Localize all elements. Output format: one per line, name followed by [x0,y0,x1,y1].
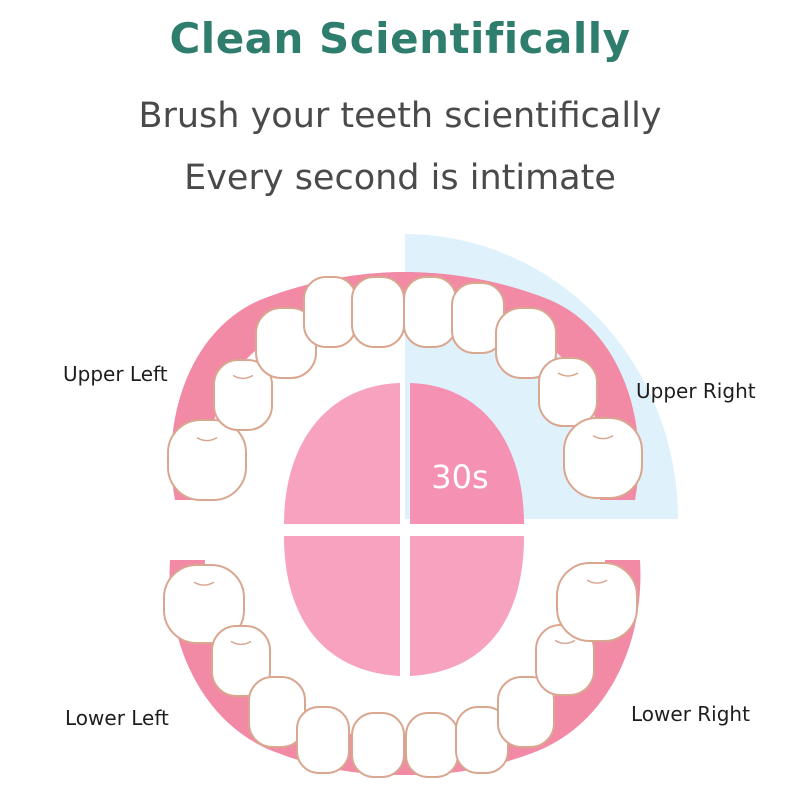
molar-tooth [167,419,247,501]
molar-groove [196,436,218,442]
tongue-lower-left [284,536,400,676]
molar-tooth [211,625,271,697]
molar-groove [230,640,252,646]
molar-groove [557,372,579,377]
tongue-upper-left [284,383,400,524]
label-lower-left: Lower Left [65,706,169,730]
teeth-group [163,276,643,778]
tooth [403,276,457,348]
tooth [351,712,405,778]
molar-groove [586,579,608,584]
molar-tooth [538,357,598,427]
label-upper-right: Upper Right [636,379,756,403]
label-lower-right: Lower Right [631,702,750,726]
molar-groove [193,581,215,586]
tooth [497,676,555,748]
timer-label: 30s [431,458,488,496]
tooth [495,307,557,379]
molar-tooth [213,359,273,431]
molar-groove [232,374,254,380]
page-title: Clean Scientifically [169,14,631,63]
molar-tooth [563,417,643,499]
molar-tooth [163,564,245,644]
subtitle-line-2: Every second is intimate [184,158,616,198]
tongue-lower-right [410,536,524,676]
subtitle-line-1: Brush your teeth scientifically [138,96,662,136]
tooth [405,712,459,778]
tooth [303,276,357,348]
tongue-upper-right [410,383,524,524]
tooth [296,706,350,774]
molar-groove [592,434,614,440]
label-upper-left: Upper Left [63,362,168,386]
molar-groove [554,639,576,645]
molar-tooth [556,562,638,642]
tooth [351,276,405,348]
